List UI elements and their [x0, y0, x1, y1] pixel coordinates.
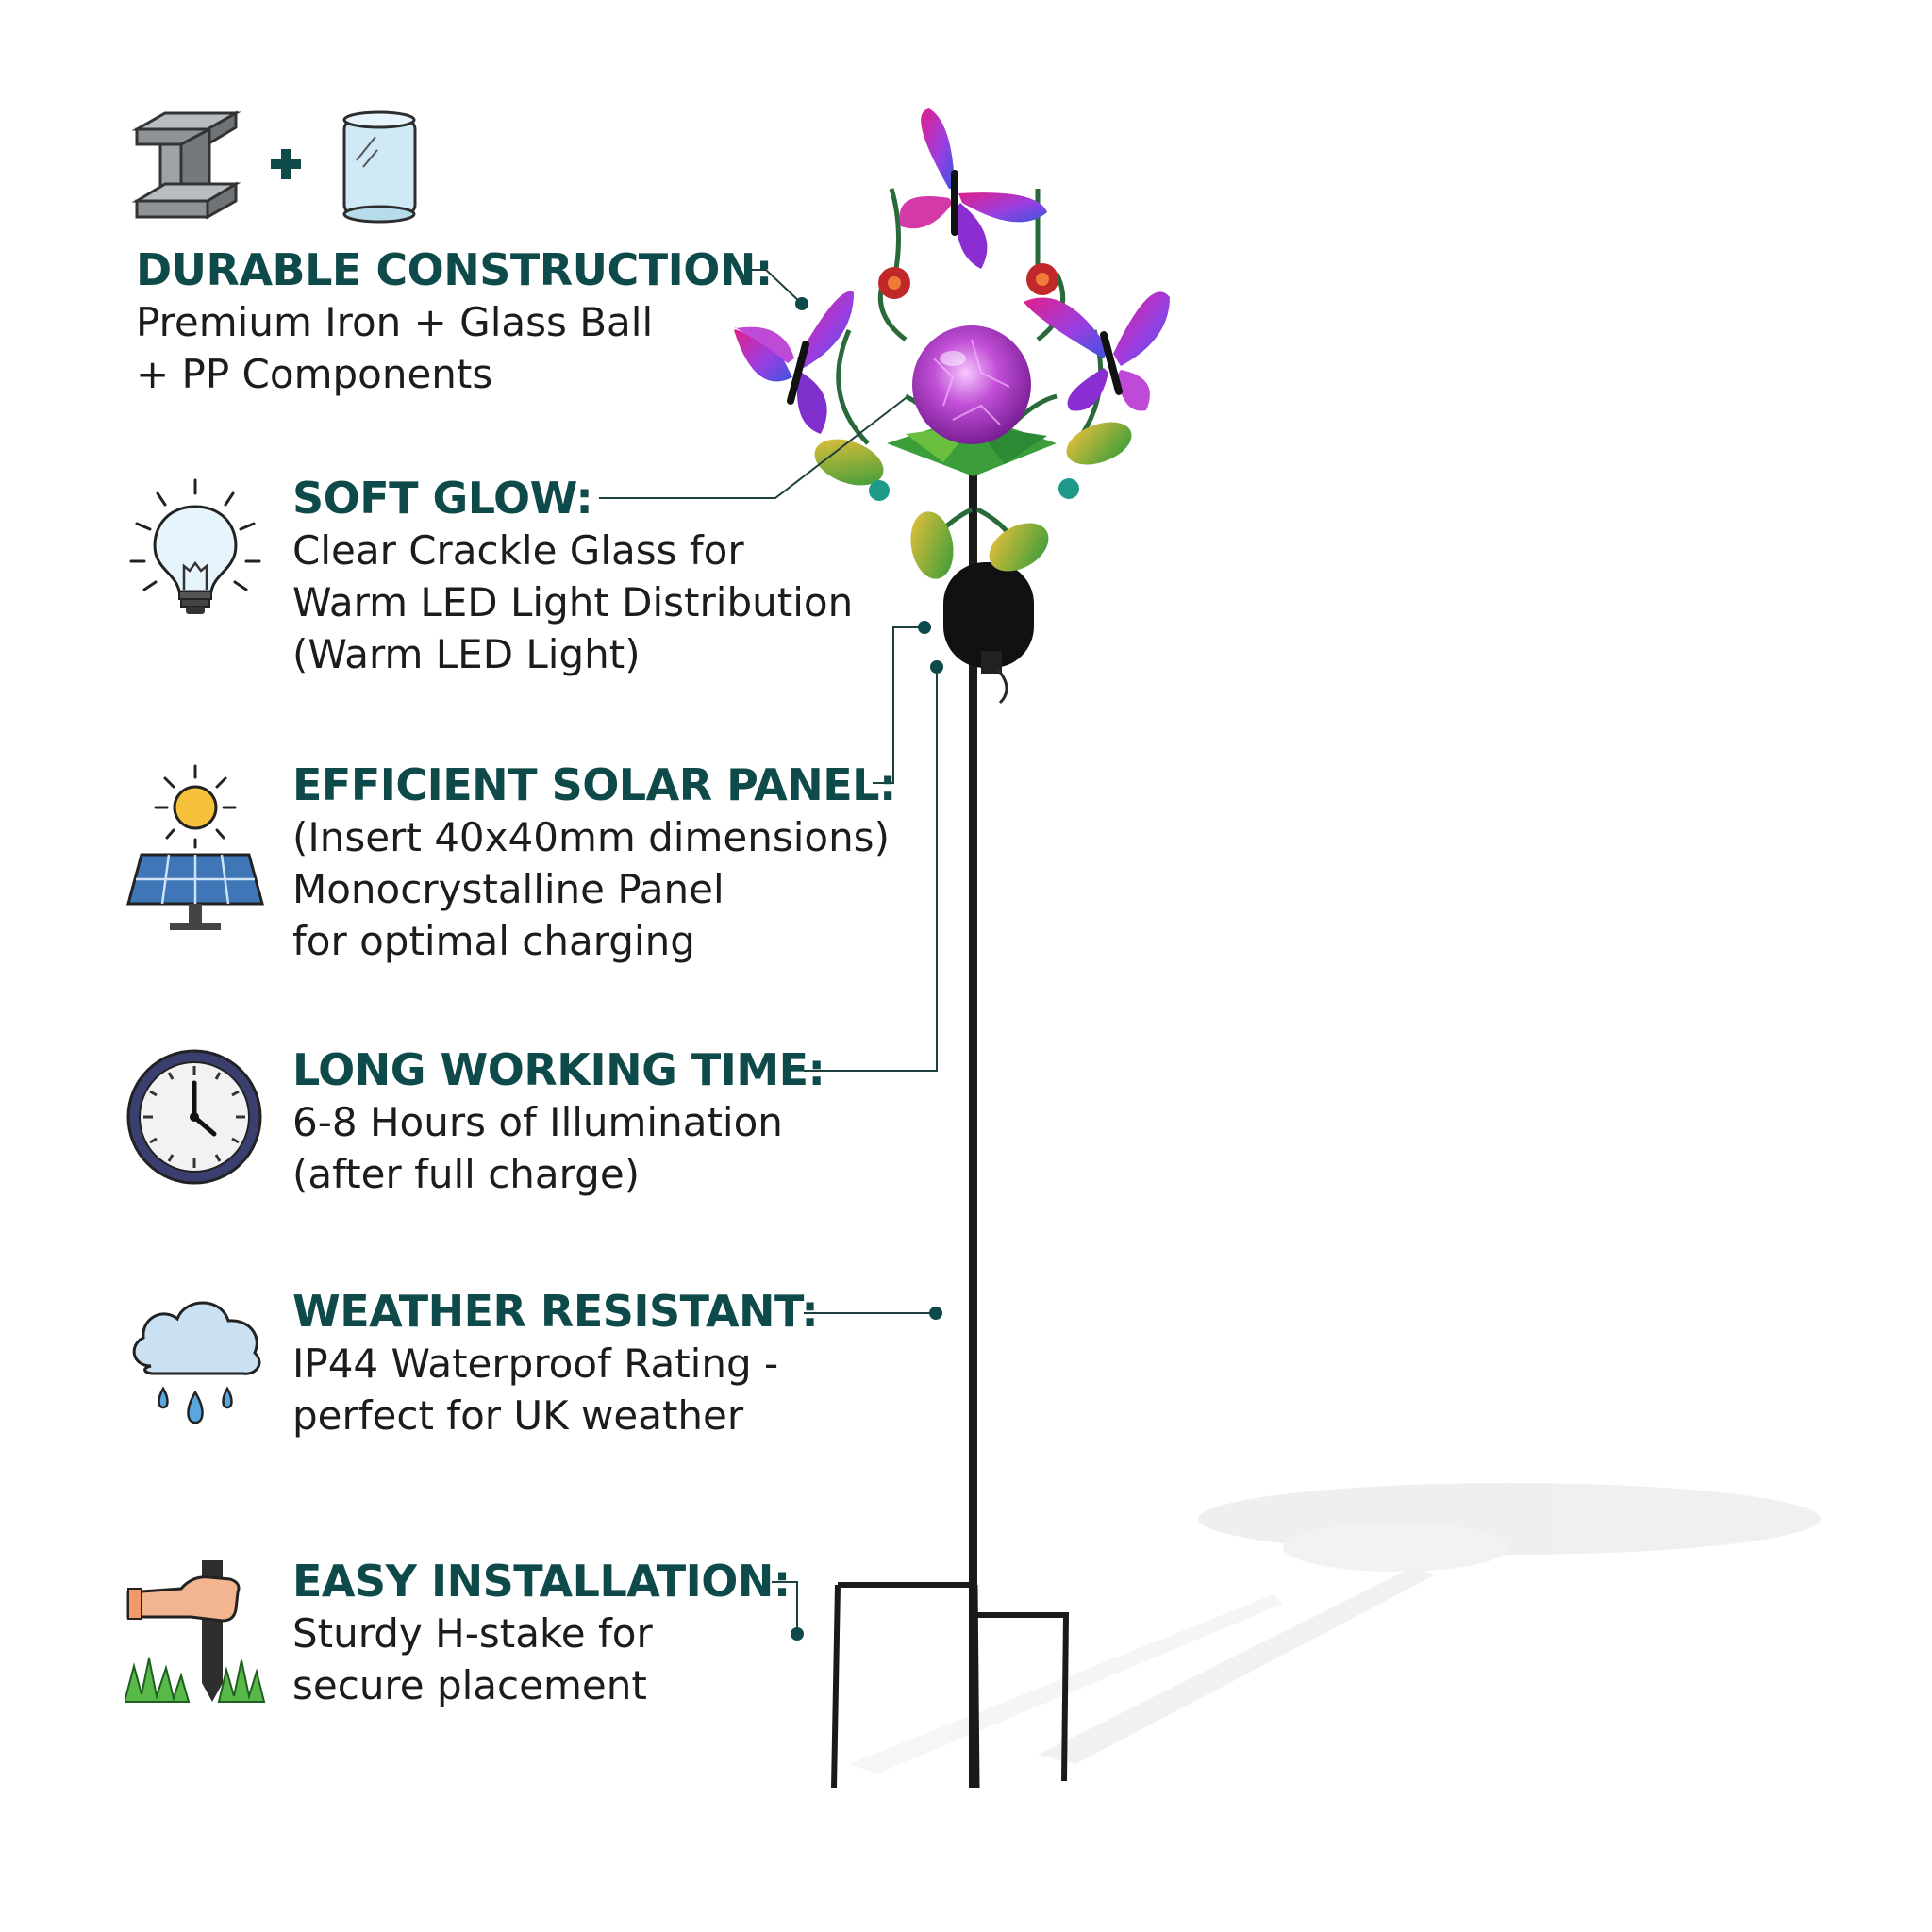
feature-line: 6-8 Hours of Illumination: [292, 1099, 783, 1145]
h-stake-icon: [831, 462, 1070, 1789]
feature-line: for optimal charging: [292, 918, 695, 964]
iron-beam-plus-glass-icon: [132, 110, 417, 224]
feature-title-install: EASY INSTALLATION:: [292, 1556, 791, 1607]
hand-stake-grass-icon: [125, 1560, 266, 1703]
leader-install: [772, 1581, 798, 1634]
feature-desc-weather: IP44 Waterproof Rating - perfect for UK …: [292, 1338, 778, 1441]
clock-icon: [126, 1049, 262, 1185]
feature-line: Sturdy H-stake for: [292, 1610, 653, 1657]
light-bulb-icon: [129, 478, 261, 614]
feature-line: perfect for UK weather: [292, 1392, 744, 1439]
leader-durable: [747, 269, 803, 305]
leaf-icon: [814, 415, 1132, 579]
solar-panel-sun-icon: [126, 764, 264, 930]
feature-title-weather: WEATHER RESISTANT:: [292, 1286, 819, 1337]
leader-glow: [599, 397, 907, 499]
crackle-glass-orb-icon: [912, 325, 1031, 444]
feature-line: (Warm LED Light): [292, 631, 641, 677]
feature-line: (Insert 40x40mm dimensions): [292, 814, 890, 860]
feature-desc-install: Sturdy H-stake for secure placement: [292, 1607, 653, 1711]
feature-line: Clear Crackle Glass for: [292, 527, 744, 574]
feature-line: Monocrystalline Panel: [292, 866, 724, 912]
feature-title-glow: SOFT GLOW:: [292, 473, 593, 524]
solar-cap-icon: [943, 562, 1034, 705]
red-flower-icon: [878, 263, 1058, 299]
feature-line: Warm LED Light Distribution: [292, 579, 854, 625]
feature-desc-durable: Premium Iron + Glass Ball + PP Component…: [136, 296, 653, 400]
feature-line: secure placement: [292, 1662, 647, 1708]
feature-title-time: LONG WORKING TIME:: [292, 1044, 825, 1095]
feature-title-durable: DURABLE CONSTRUCTION:: [136, 244, 773, 295]
feature-line: IP44 Waterproof Rating -: [292, 1341, 779, 1387]
leader-time: [804, 667, 938, 1072]
leader-lines: [599, 269, 943, 1641]
feature-line: (after full charge): [292, 1151, 641, 1197]
feature-desc-solar: (Insert 40x40mm dimensions) Monocrystall…: [292, 811, 890, 967]
butterfly-icon: [734, 108, 1170, 434]
leader-solar: [873, 626, 924, 784]
ground-shadow: [849, 1483, 1821, 1774]
feature-line: Premium Iron + Glass Ball: [136, 299, 654, 345]
beetle-icon: [869, 478, 1079, 501]
feature-line: + PP Components: [136, 351, 493, 397]
feature-desc-glow: Clear Crackle Glass for Warm LED Light D…: [292, 525, 853, 680]
rain-cloud-icon: [132, 1301, 261, 1424]
feature-desc-time: 6-8 Hours of Illumination (after full ch…: [292, 1096, 783, 1200]
feature-title-solar: EFFICIENT SOLAR PANEL:: [292, 759, 896, 810]
